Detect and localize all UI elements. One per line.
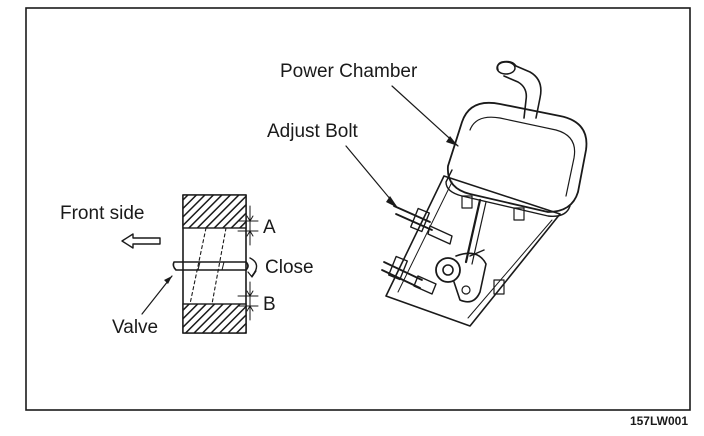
figure-code: 157LW001 <box>630 414 688 428</box>
figure-frame <box>25 7 691 411</box>
dimension-b-label: B <box>263 294 276 315</box>
close-label: Close <box>265 257 314 278</box>
valve-cross-section <box>121 194 259 334</box>
adjust-bolt-label: Adjust Bolt <box>267 121 359 142</box>
upper-hatched-block <box>182 194 247 229</box>
valve-label: Valve <box>112 317 158 338</box>
power-chamber <box>447 101 588 213</box>
dimension-a <box>237 205 259 246</box>
valve-leader <box>141 275 173 315</box>
adjust-bolt-leader <box>345 145 398 208</box>
bracket-plate <box>385 175 561 327</box>
power-chamber-leader <box>391 85 459 147</box>
front-side-arrow <box>121 233 161 249</box>
power-chamber-assembly <box>345 60 588 327</box>
dimension-a-label: A <box>263 217 276 238</box>
lower-hatched-block <box>182 303 247 334</box>
close-arrow <box>249 257 258 277</box>
front-side-label: Front side <box>60 203 144 224</box>
adjust-bolt <box>393 205 453 245</box>
valve-shaft <box>172 261 249 271</box>
dimension-b <box>237 281 259 321</box>
throttle-lever <box>435 249 487 303</box>
power-chamber-label: Power Chamber <box>280 61 418 82</box>
